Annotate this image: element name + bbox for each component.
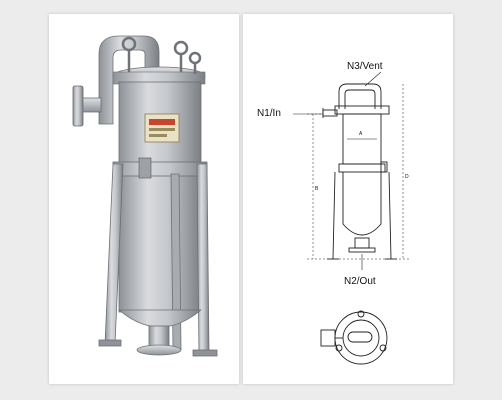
drawing-panel: N3/Vent N1/In N2/Out A B D: [243, 14, 453, 384]
drawing-body-lower: [342, 172, 382, 236]
outlet-flange: [136, 344, 182, 356]
support-ring: [112, 161, 208, 177]
technical-drawing: [293, 71, 409, 365]
vent-leader: [364, 71, 382, 87]
dimension-lines: [307, 84, 409, 260]
drawing-top-view: [320, 310, 388, 365]
label-n3-vent: N3/Vent: [347, 61, 383, 72]
support-legs: [98, 163, 218, 357]
bottom-head: [117, 309, 203, 328]
bag-filter-photo: [72, 35, 218, 357]
dim-label-a: A: [359, 131, 363, 137]
dim-label-d: D: [405, 174, 409, 180]
vent-pipe: [338, 83, 382, 109]
label-n2-out: N2/Out: [344, 276, 376, 287]
photo-panel: [49, 14, 239, 384]
inlet-flange: [72, 85, 84, 127]
label-n1-in: N1/In: [257, 108, 281, 119]
lid-eye-bolts: [121, 36, 202, 74]
inlet-pipe: [98, 35, 160, 125]
drawing-outlet-flange: [348, 247, 376, 253]
dim-label-b: B: [315, 186, 319, 192]
